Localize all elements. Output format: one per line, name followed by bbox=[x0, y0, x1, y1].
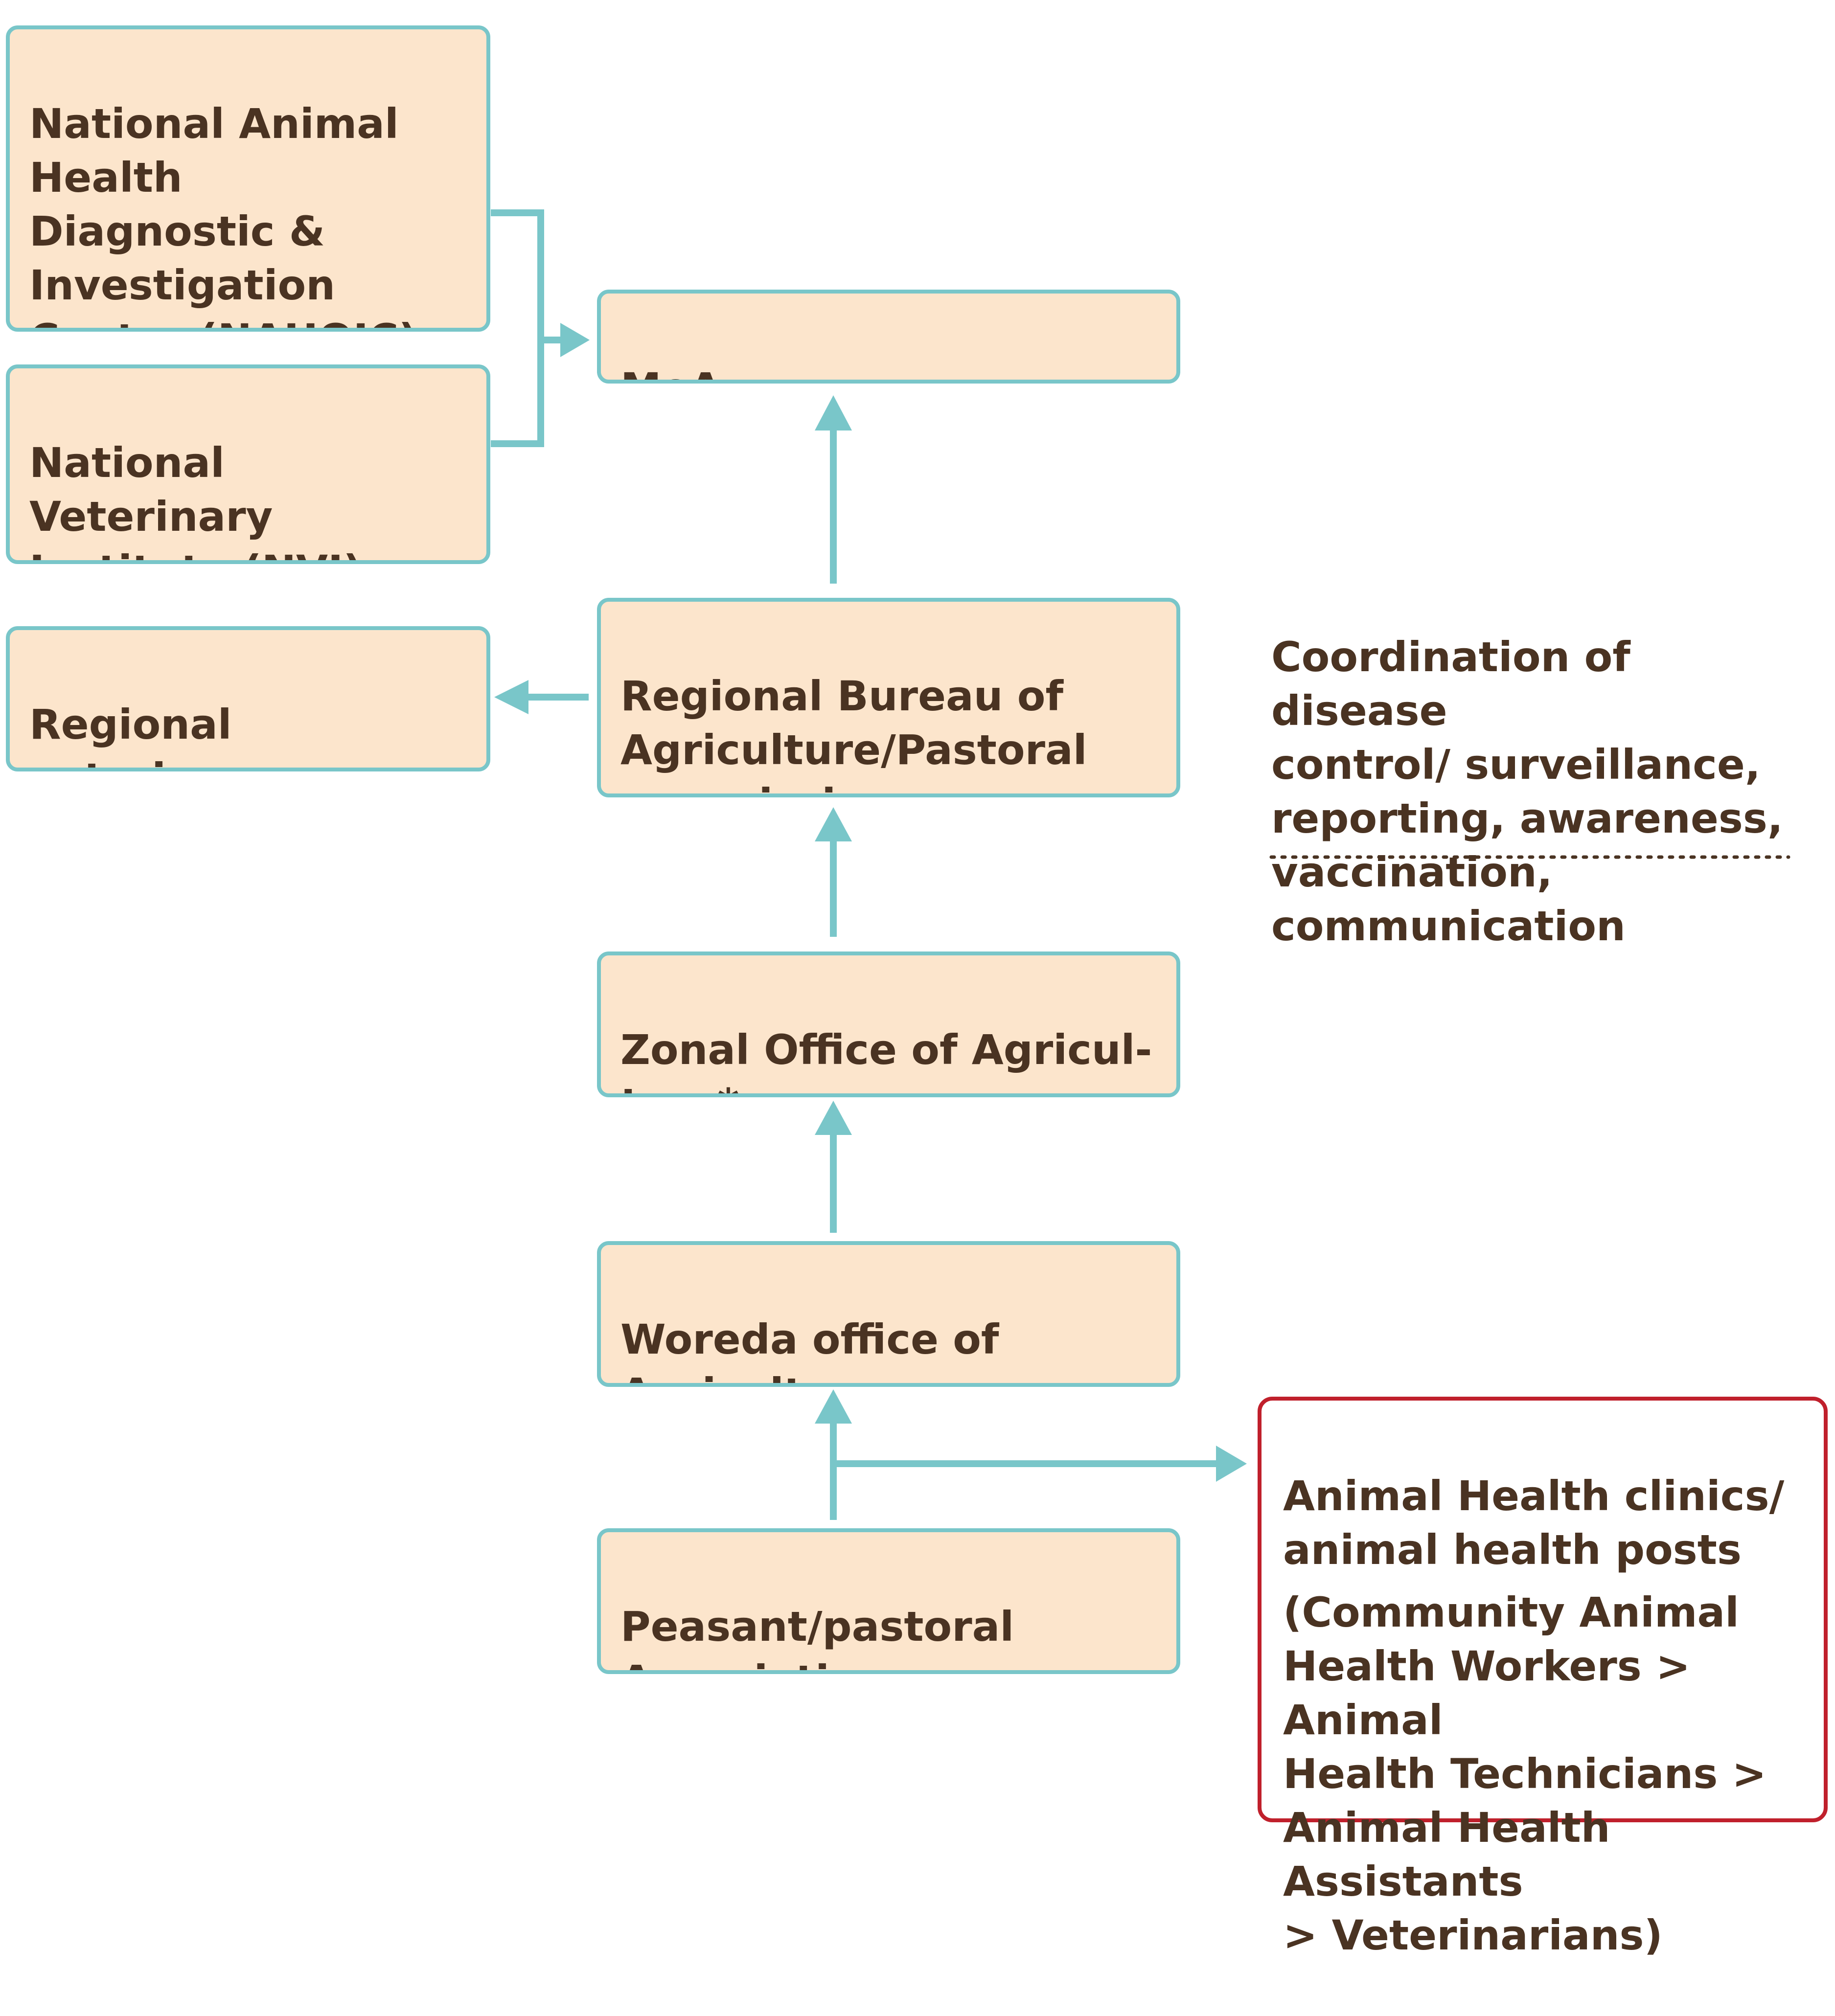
moa-box: MoA bbox=[597, 290, 1180, 384]
animal-health-clinics-box: Animal Health clinics/ animal health pos… bbox=[1258, 1397, 1828, 1959]
woreda-office-label: Woreda office of Agriculture bbox=[620, 1315, 999, 1383]
arrowhead-up-zonal bbox=[815, 1101, 852, 1135]
regional-lab-box: Regional veterinary laboratory bbox=[6, 626, 490, 771]
arrowhead-up-bureau bbox=[815, 807, 852, 841]
arrowhead-to-moa bbox=[560, 323, 590, 357]
bracket-connector bbox=[491, 209, 544, 447]
nahdic-label: National Animal Health Diagnostic & Inve… bbox=[29, 100, 417, 328]
woreda-office-box: Woreda office of Agriculture bbox=[597, 1241, 1180, 1387]
zonal-office-label: Zonal Office of Agricul- ture* bbox=[620, 1026, 1152, 1093]
nvi-box: National Veterinary Institute (NVI) (Vac… bbox=[6, 364, 490, 564]
nvi-label: National Veterinary Institute (NVI) (Vac… bbox=[29, 439, 362, 560]
peasant-association-box: Peasant/pastoral Association bbox=[597, 1528, 1180, 1674]
coordination-note-text: Coordination of disease control/ surveil… bbox=[1271, 633, 1783, 950]
regional-lab-label: Regional veterinary laboratory bbox=[29, 701, 270, 768]
regional-bureau-label: Regional Bureau of Agriculture/Pastoral … bbox=[620, 672, 1087, 793]
regional-bureau-box: Regional Bureau of Agriculture/Pastoral … bbox=[597, 598, 1180, 797]
peasant-association-label: Peasant/pastoral Association bbox=[620, 1603, 1014, 1670]
moa-label: MoA bbox=[620, 364, 721, 380]
clinic-title: Animal Health clinics/ animal health pos… bbox=[1283, 1472, 1785, 1574]
arrowhead-up-moa bbox=[815, 395, 852, 430]
connectors bbox=[491, 209, 1790, 1520]
nahdic-box: National Animal Health Diagnostic & Inve… bbox=[6, 25, 490, 332]
coordination-note: Coordination of disease control/ surveil… bbox=[1271, 576, 1810, 950]
clinic-detail: (Community Animal Health Workers > Anima… bbox=[1283, 1588, 1766, 1959]
arrowhead-up-woreda bbox=[815, 1389, 852, 1424]
arrowhead-to-lab bbox=[494, 680, 528, 714]
arrowhead-to-clinic bbox=[1216, 1446, 1247, 1482]
zonal-office-box: Zonal Office of Agricul- ture* bbox=[597, 951, 1180, 1097]
